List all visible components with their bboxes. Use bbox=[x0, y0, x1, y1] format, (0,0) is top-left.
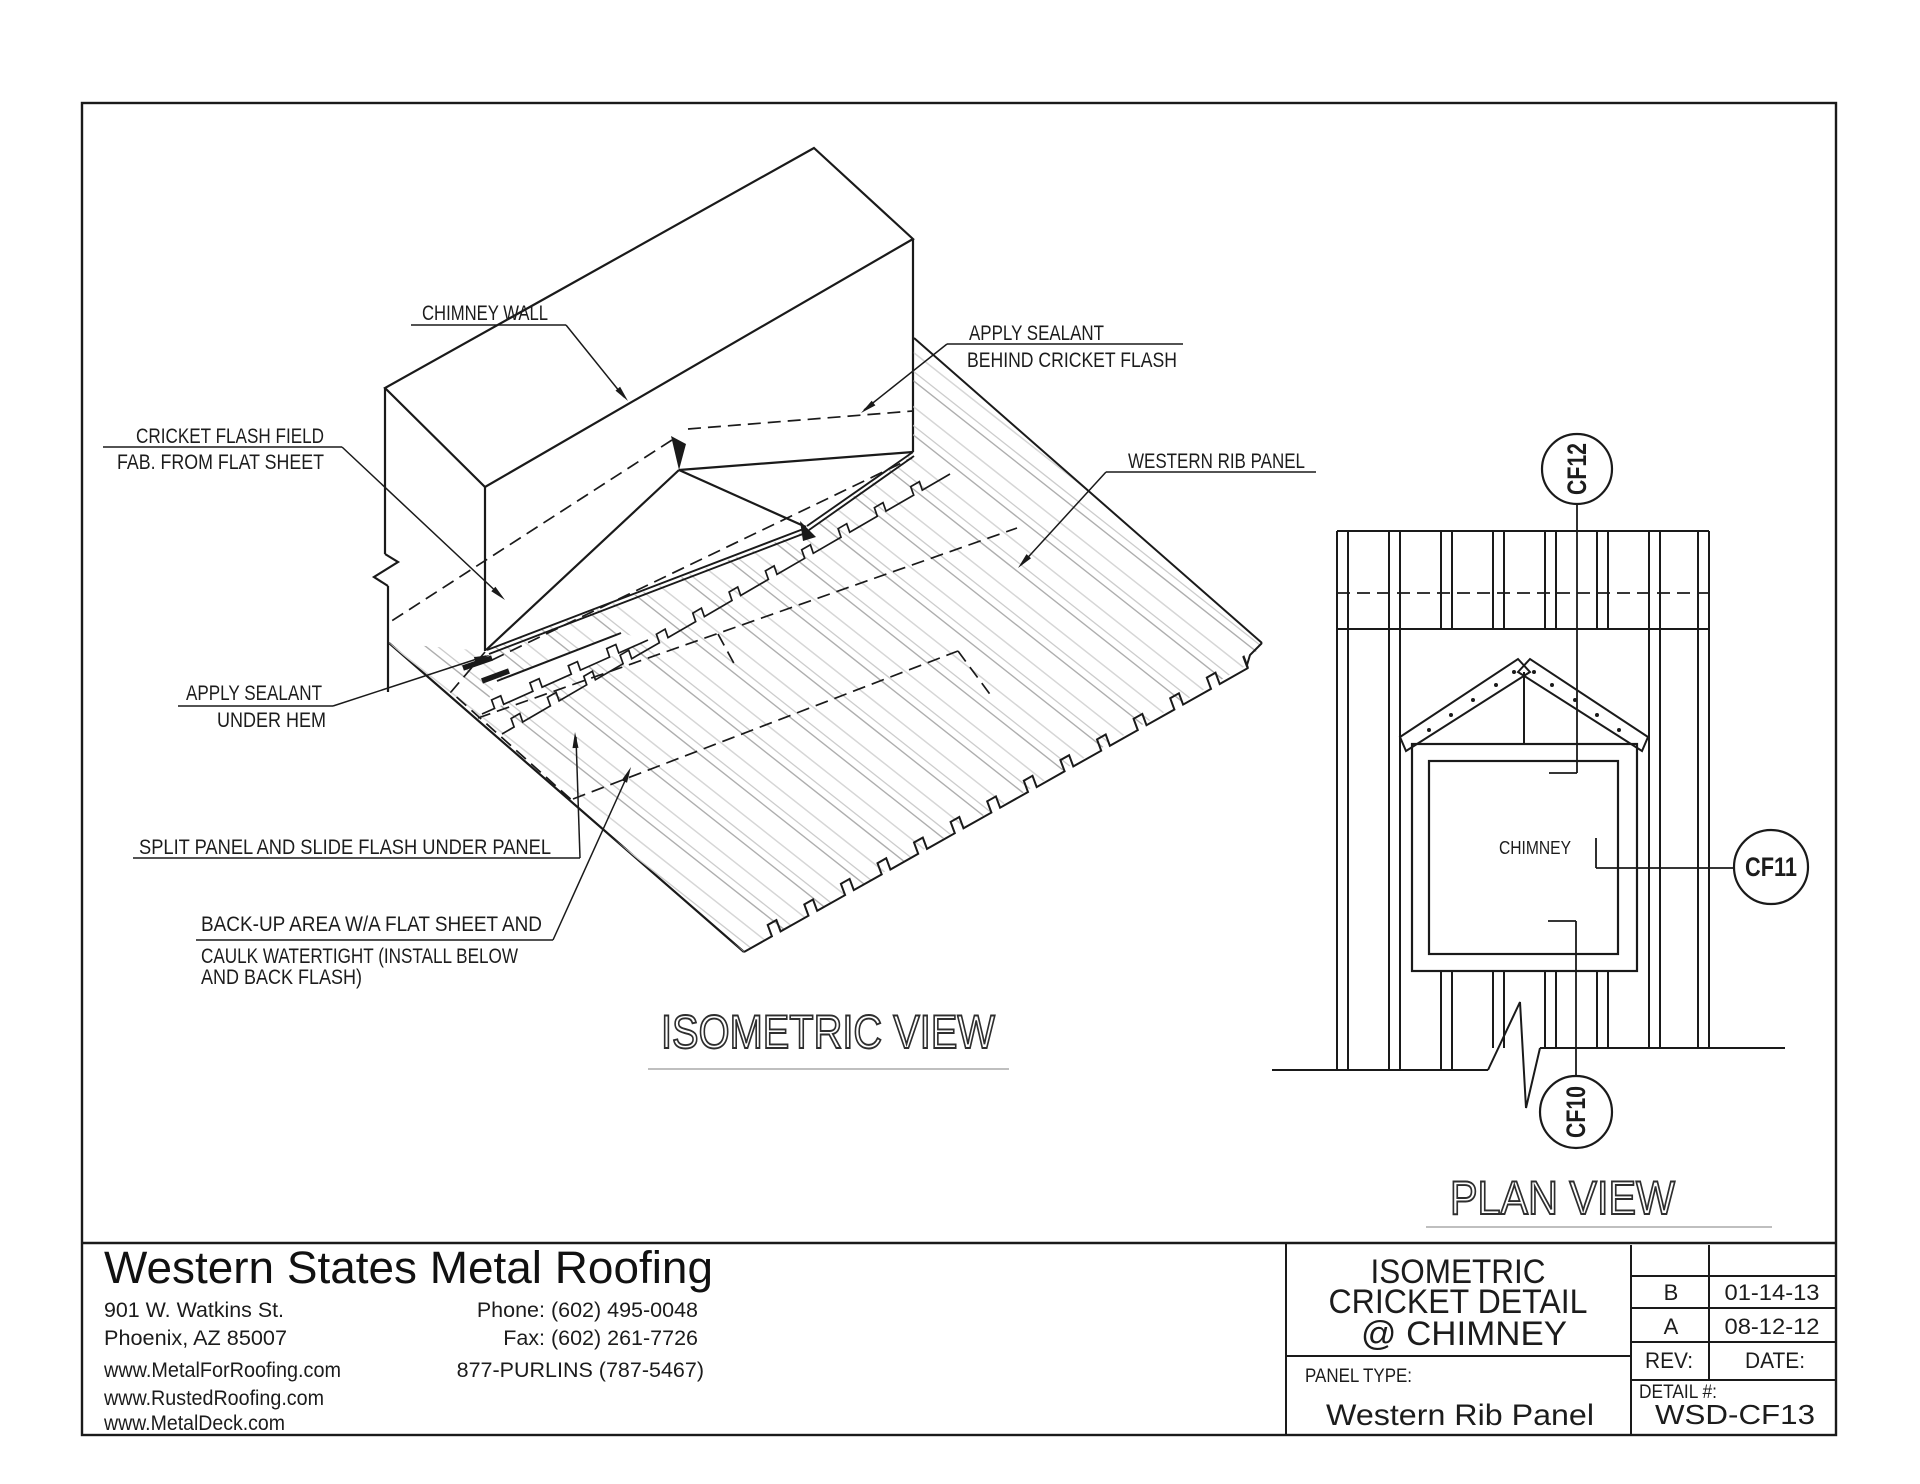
svg-text:877-PURLINS (787-5467): 877-PURLINS (787-5467) bbox=[457, 1358, 704, 1382]
svg-text:ISOMETRIC VIEW: ISOMETRIC VIEW bbox=[661, 1005, 996, 1058]
svg-text:DETAIL #:: DETAIL #: bbox=[1639, 1382, 1717, 1403]
svg-text:CRICKET DETAIL: CRICKET DETAIL bbox=[1329, 1283, 1588, 1321]
svg-text:REV:: REV: bbox=[1645, 1348, 1693, 1373]
svg-text:PLAN VIEW: PLAN VIEW bbox=[1450, 1171, 1676, 1224]
svg-text:901 W. Watkins St.: 901 W. Watkins St. bbox=[104, 1298, 284, 1322]
svg-text:A: A bbox=[1664, 1314, 1679, 1339]
svg-text:www.MetalForRoofing.com: www.MetalForRoofing.com bbox=[103, 1358, 341, 1382]
svg-text:DATE:: DATE: bbox=[1745, 1348, 1805, 1373]
svg-text:Fax: (602) 261-7726: Fax: (602) 261-7726 bbox=[503, 1326, 698, 1350]
svg-text:WSD-CF13: WSD-CF13 bbox=[1655, 1399, 1815, 1430]
svg-text:Phoenix, AZ 85007: Phoenix, AZ 85007 bbox=[104, 1326, 287, 1350]
svg-text:B: B bbox=[1664, 1280, 1679, 1305]
svg-text:Western Rib Panel: Western Rib Panel bbox=[1326, 1399, 1594, 1432]
svg-text:01-14-13: 01-14-13 bbox=[1725, 1280, 1820, 1305]
svg-text:Phone: (602) 495-0048: Phone: (602) 495-0048 bbox=[477, 1298, 698, 1322]
svg-text:WESTERN RIB PANEL: WESTERN RIB PANEL bbox=[1128, 450, 1305, 473]
svg-text:ISOMETRIC: ISOMETRIC bbox=[1371, 1253, 1546, 1291]
svg-text:FAB. FROM FLAT SHEET: FAB. FROM FLAT SHEET bbox=[117, 451, 324, 474]
svg-text:BACK-UP AREA W/A FLAT SHEE: BACK-UP AREA W/A FLAT SHEET AND bbox=[201, 913, 542, 936]
svg-text:PANEL TYPE:: PANEL TYPE: bbox=[1305, 1366, 1412, 1387]
svg-text:APPLY SEALANT: APPLY SEALANT bbox=[186, 682, 322, 705]
svg-text:UNDER HEM: UNDER HEM bbox=[217, 709, 326, 732]
svg-text:CAULK WATERTIGHT (INSTALL B: CAULK WATERTIGHT (INSTALL BELOW bbox=[201, 945, 518, 968]
svg-text:CHIMNEY: CHIMNEY bbox=[1499, 837, 1571, 858]
svg-text:CF12: CF12 bbox=[1562, 443, 1592, 495]
svg-text:CF11: CF11 bbox=[1745, 852, 1797, 882]
svg-text:www.MetalDeck.com: www.MetalDeck.com bbox=[103, 1411, 285, 1435]
svg-text:08-12-12: 08-12-12 bbox=[1725, 1314, 1820, 1339]
svg-text:SPLIT PANEL AND SLIDE FLAS: SPLIT PANEL AND SLIDE FLASH UNDER PANEL bbox=[139, 836, 551, 859]
svg-text:CF10: CF10 bbox=[1561, 1086, 1591, 1138]
svg-text:AND BACK FLASH): AND BACK FLASH) bbox=[201, 966, 362, 989]
svg-text:CHIMNEY WALL: CHIMNEY WALL bbox=[422, 302, 548, 325]
svg-text:CRICKET FLASH FIELD: CRICKET FLASH FIELD bbox=[136, 425, 324, 448]
svg-text:Western States Metal Roofing: Western States Metal Roofing bbox=[104, 1242, 713, 1293]
svg-text:APPLY SEALANT: APPLY SEALANT bbox=[969, 322, 1104, 345]
svg-text:www.RustedRoofing.com: www.RustedRoofing.com bbox=[103, 1386, 324, 1410]
svg-text:@ CHIMNEY: @ CHIMNEY bbox=[1361, 1315, 1567, 1353]
svg-text:BEHIND CRICKET FLASH: BEHIND CRICKET FLASH bbox=[967, 349, 1177, 372]
